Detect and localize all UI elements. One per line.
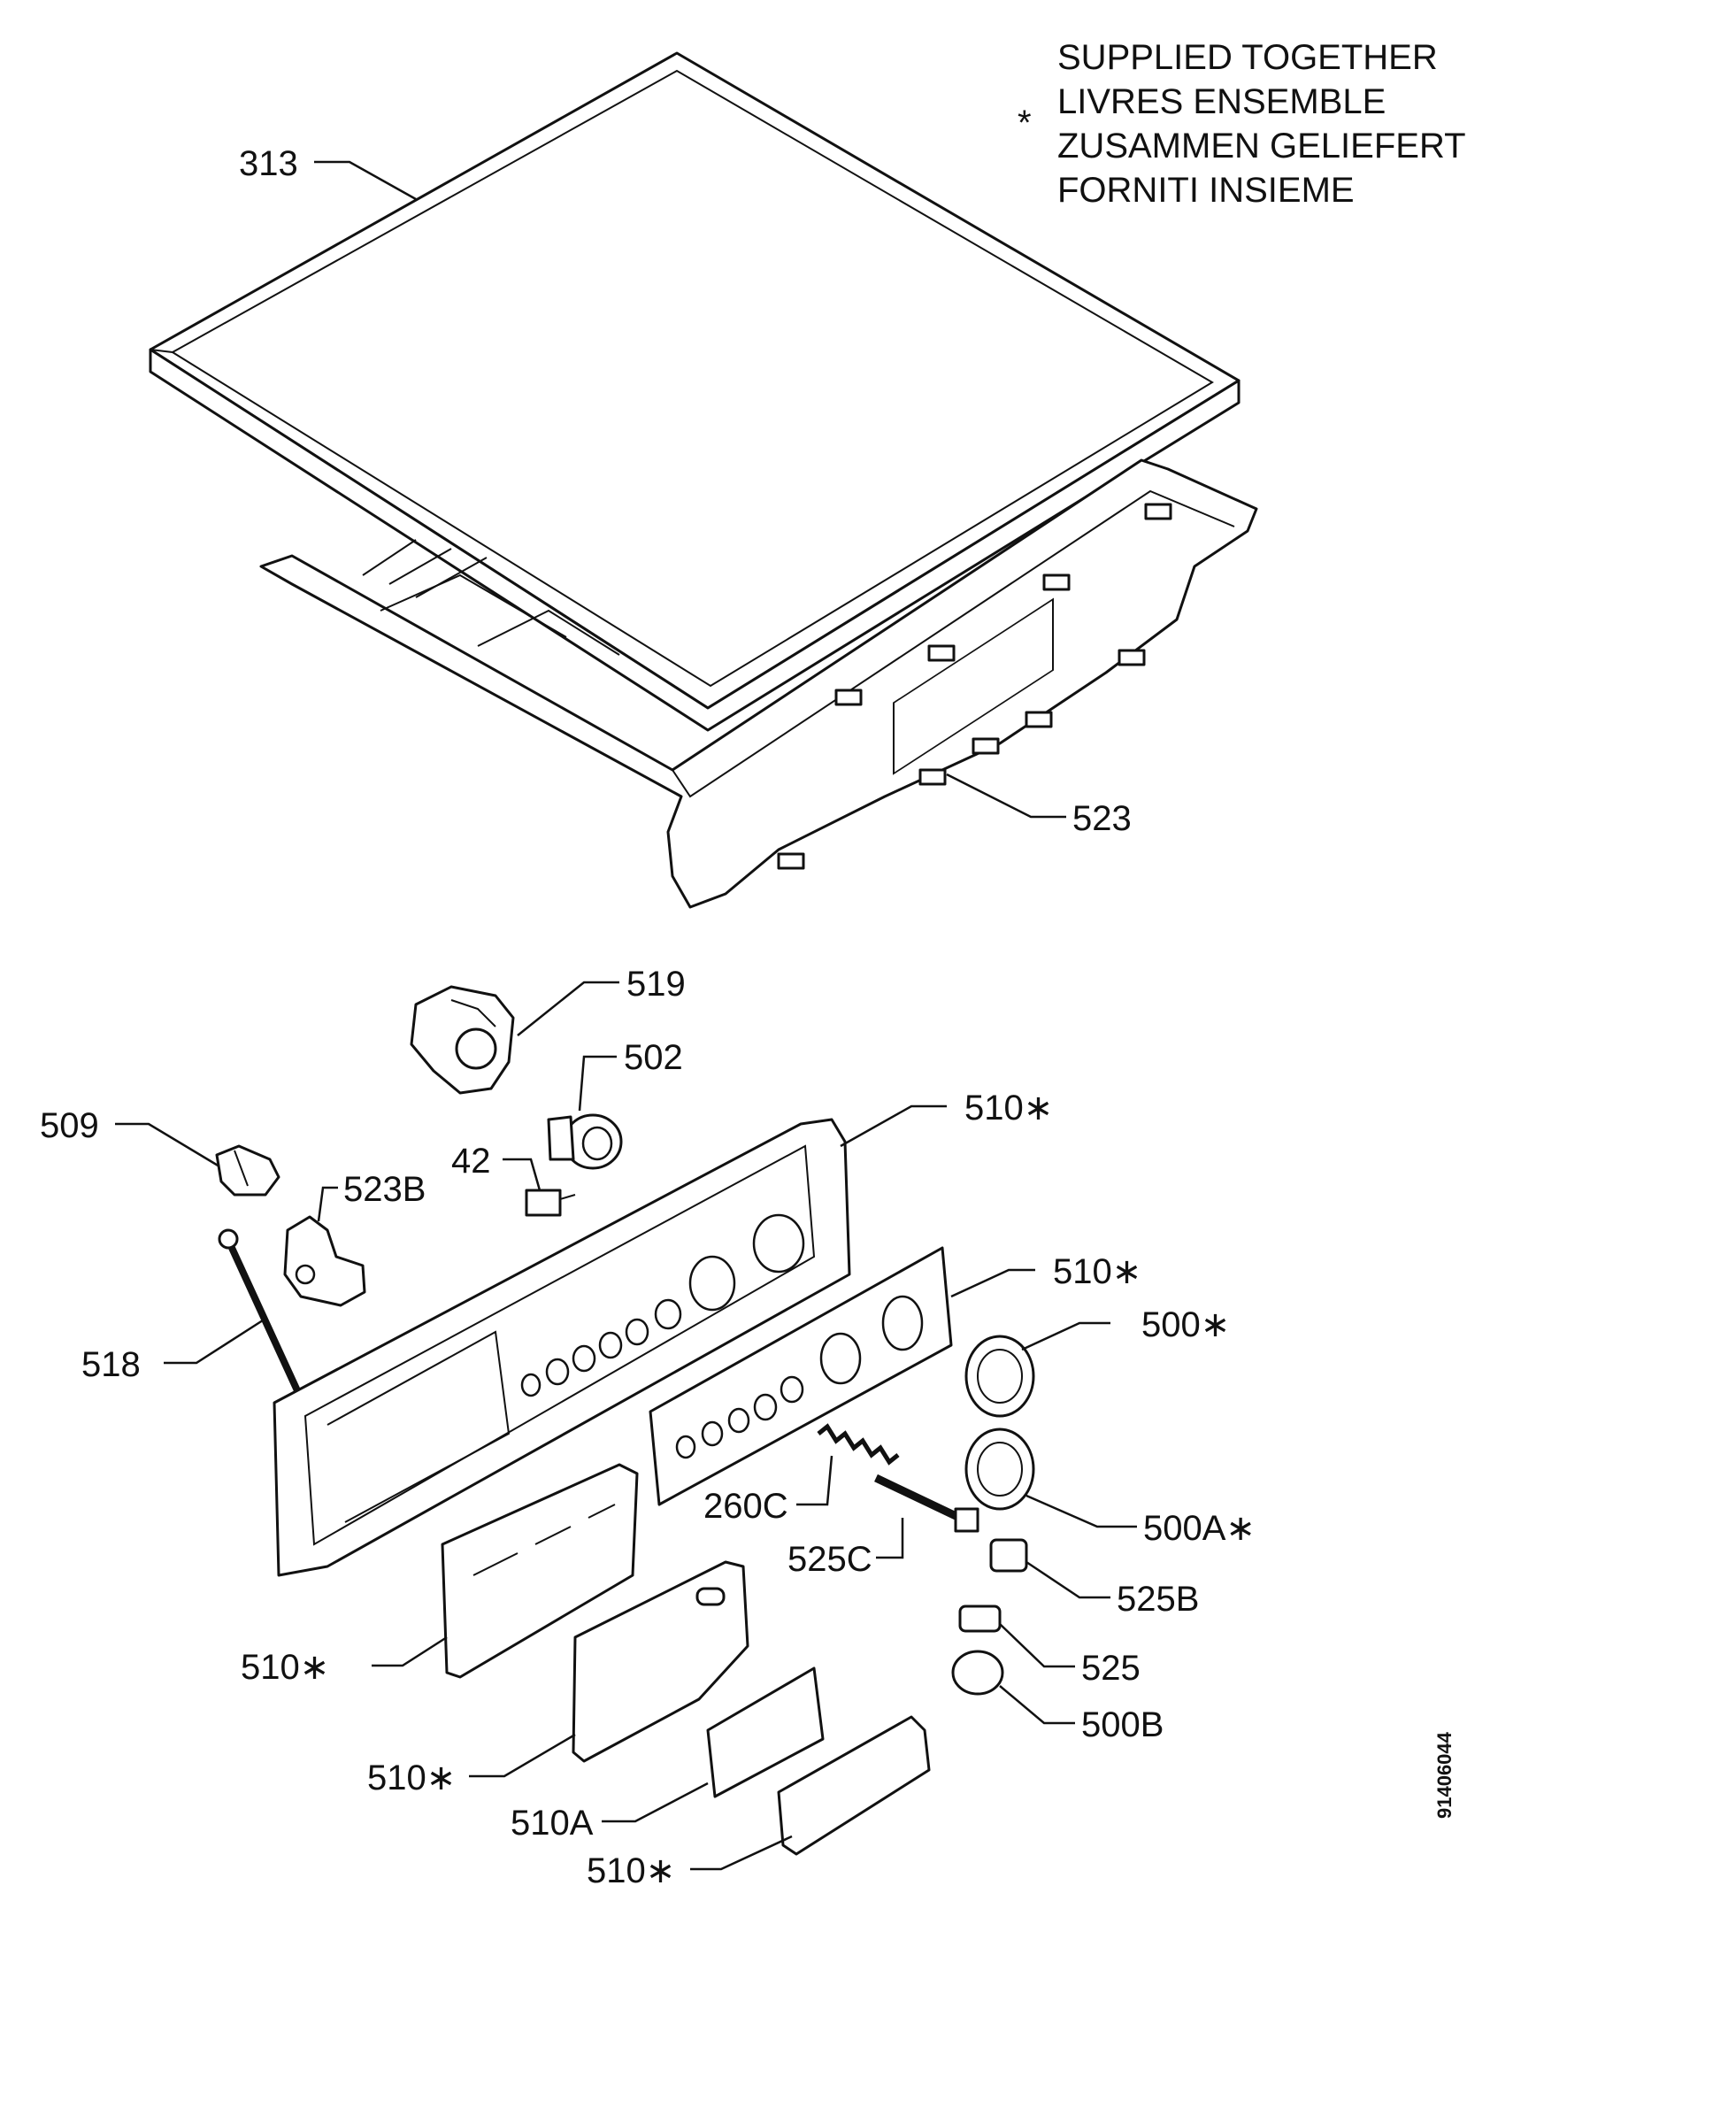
part-42-switch bbox=[525, 1189, 576, 1217]
callout-42: 42 bbox=[451, 1142, 491, 1181]
insert-510a-part bbox=[706, 1666, 825, 1798]
callout-509: 509 bbox=[40, 1106, 99, 1145]
callout-525: 525 bbox=[1081, 1649, 1141, 1688]
callout-510-flap: 510∗ bbox=[367, 1758, 456, 1797]
legend-asterisk-symbol: * bbox=[1018, 104, 1032, 142]
callouts: 313 523 519 502 509 42 523B 510∗ 510∗ 50… bbox=[40, 144, 1256, 1890]
callout-260c: 260C bbox=[703, 1487, 788, 1526]
spring-260c-part bbox=[817, 1423, 900, 1466]
legend: * SUPPLIED TOGETHER LIVRES ENSEMBLE ZUSA… bbox=[1018, 38, 1466, 210]
callout-525b: 525B bbox=[1117, 1580, 1199, 1619]
callout-523: 523 bbox=[1072, 799, 1132, 838]
drawer-front-part bbox=[441, 1463, 639, 1679]
shaft-525c-part bbox=[874, 1474, 979, 1533]
part-509-latch bbox=[215, 1144, 280, 1197]
callout-510-drawer-front: 510∗ bbox=[241, 1648, 329, 1687]
knob-500a-part bbox=[964, 1428, 1035, 1511]
part-502-bushing bbox=[547, 1113, 623, 1170]
callout-510-control-panel: 510∗ bbox=[964, 1089, 1053, 1127]
control-panel-part bbox=[273, 1118, 851, 1577]
callout-523b: 523B bbox=[343, 1170, 426, 1209]
knob-500-part bbox=[964, 1335, 1035, 1418]
rear-frame-part bbox=[259, 458, 1258, 909]
top-cover-part bbox=[149, 51, 1241, 732]
legend-line-1: SUPPLIED TOGETHER bbox=[1057, 38, 1438, 77]
face-plate-part bbox=[649, 1246, 953, 1506]
knob-500b-part bbox=[951, 1650, 1004, 1696]
legend-line-2: LIVRES ENSEMBLE bbox=[1057, 82, 1386, 121]
callout-519: 519 bbox=[626, 965, 686, 1004]
callout-500b: 500B bbox=[1081, 1705, 1164, 1744]
callout-510-face-plate: 510∗ bbox=[1053, 1252, 1141, 1291]
flap-part bbox=[572, 1560, 749, 1763]
part-519-selector-cam bbox=[410, 985, 515, 1095]
callout-502: 502 bbox=[624, 1038, 683, 1077]
legend-line-3: ZUSAMMEN GELIEFERT bbox=[1057, 127, 1466, 165]
callout-313: 313 bbox=[239, 144, 298, 183]
callout-525c: 525C bbox=[787, 1540, 872, 1579]
legend-line-4: FORNITI INSIEME bbox=[1057, 171, 1355, 210]
pin-525b-part bbox=[989, 1538, 1028, 1573]
part-523b-hinge-bracket bbox=[283, 1215, 366, 1307]
handle-part bbox=[777, 1715, 931, 1856]
leader-lines bbox=[115, 160, 1137, 1871]
part-518-rod bbox=[218, 1228, 304, 1400]
callout-518: 518 bbox=[81, 1345, 141, 1384]
callout-510a: 510A bbox=[511, 1804, 594, 1843]
callout-500a: 500A∗ bbox=[1143, 1509, 1256, 1548]
pin-525-part bbox=[958, 1605, 1002, 1633]
callout-510-handle: 510∗ bbox=[587, 1851, 675, 1890]
callout-500: 500∗ bbox=[1141, 1305, 1230, 1344]
rear-frame-vent-grid bbox=[893, 597, 1054, 775]
diagram-reference-number: 91406044 bbox=[1433, 1731, 1456, 1819]
